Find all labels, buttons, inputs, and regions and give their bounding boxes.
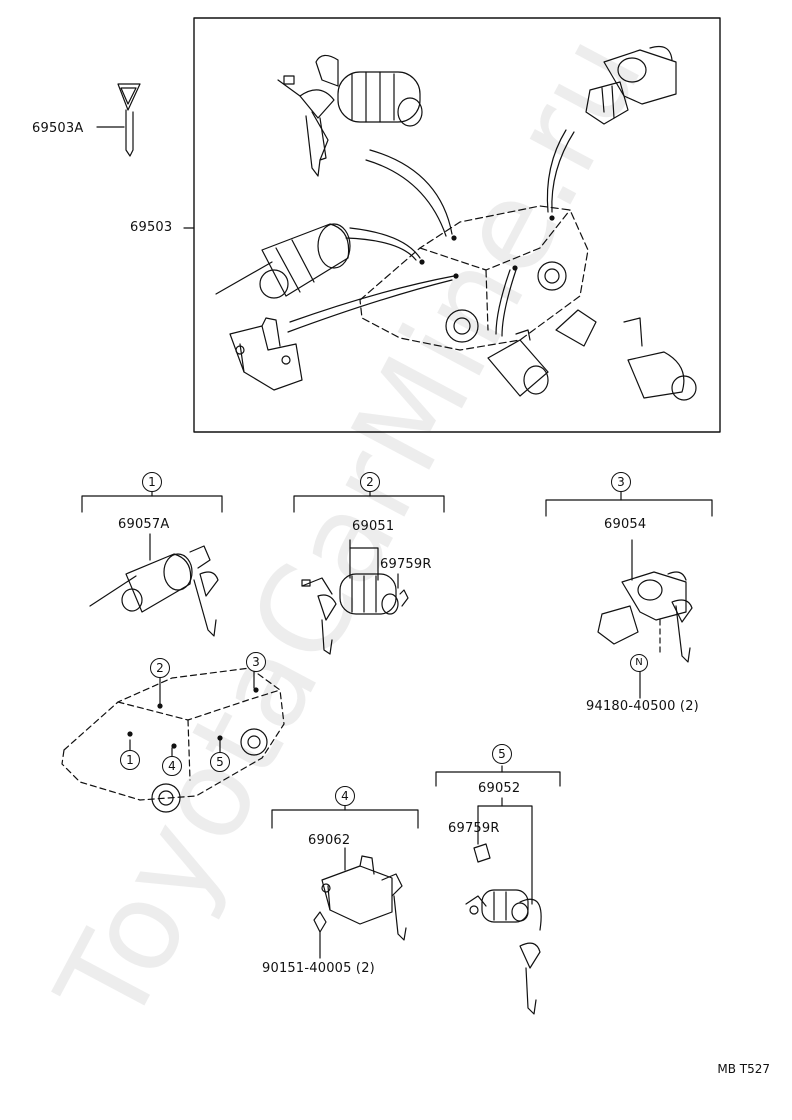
bracket-2 [293,495,445,513]
luggage-lock-top-drawing [229,317,303,391]
group-callout-1: 1 [142,472,162,492]
group-callout-3: 3 [611,472,631,492]
group-callout-4: 4 [335,786,355,806]
ignition-cylinder-top-drawing [215,223,351,299]
part-label-69051: 69051 [352,519,395,534]
ignition-cylinder-drawing [89,533,219,637]
door-cylinder-top-drawing [277,54,423,177]
small-cylinders-frame-drawing [487,309,697,401]
part-label-69759R-door: 69759R [380,557,432,572]
back-door-lock-top-drawing [585,45,677,125]
part-label-69054: 69054 [604,517,647,532]
diagram-code: MB T527 [717,1062,770,1076]
part-label-69759R-glove: 69759R [448,821,500,836]
luggage-lock-drawing [313,847,407,959]
group-callout-2: 2 [360,472,380,492]
car-callout-2: 2 [150,658,170,678]
key-blank-drawing [96,83,141,157]
car-callout-3: 3 [246,652,266,672]
nut-callout: N [630,654,648,672]
part-label-69503A: 69503A [32,121,84,136]
car-callout-5: 5 [210,752,230,772]
part-label-90151-40005: 90151-40005 (2) [262,961,375,976]
part-label-94180-40500: 94180-40500 (2) [586,699,699,714]
bracket-5 [435,771,561,787]
door-cylinder-drawing [301,539,409,655]
glove-box-lock-drawing [465,797,542,1015]
bracket-1 [81,495,223,513]
bracket-4 [271,809,419,829]
part-label-69052: 69052 [478,781,521,796]
part-label-69062: 69062 [308,833,351,848]
bracket-3 [545,499,713,517]
part-label-69503: 69503 [130,220,173,235]
car-top-drawing [359,205,589,351]
car-small-drawing [61,667,285,813]
set-frame [193,17,721,433]
car-callout-4: 4 [162,756,182,776]
group-callout-5: 5 [492,744,512,764]
part-label-69057A: 69057A [118,517,170,532]
back-door-lock-drawing [597,539,693,699]
car-callout-1: 1 [120,750,140,770]
swoosh-leaders [287,129,575,337]
